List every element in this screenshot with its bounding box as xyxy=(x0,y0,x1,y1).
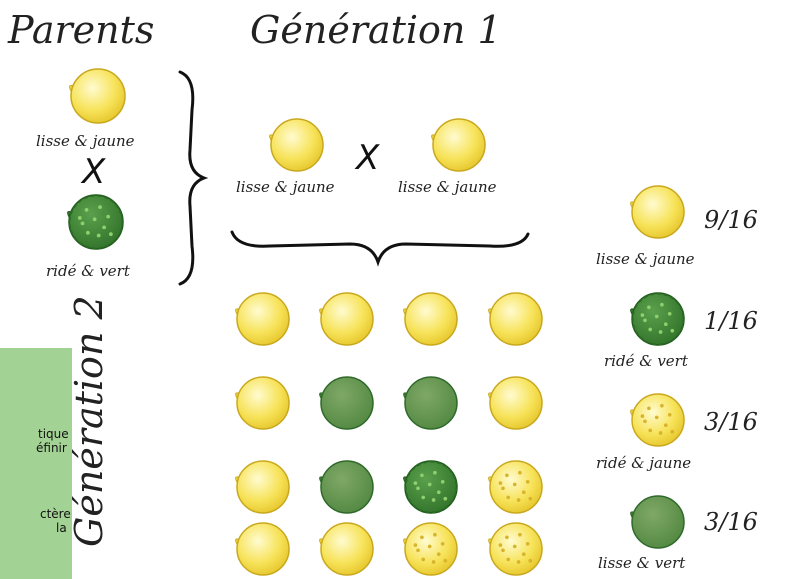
cross-symbol-g1: X xyxy=(356,138,380,178)
pea-grid-r4-c1 xyxy=(235,522,290,576)
pea-parent-bottom xyxy=(67,194,124,250)
pea-parent-top xyxy=(69,68,126,124)
pea-g1-left xyxy=(269,118,324,172)
ratio-fraction-1: 9/16 xyxy=(704,206,758,234)
curly-brace-vertical xyxy=(178,70,209,286)
pea-ratio-2 xyxy=(630,292,685,346)
ratio-label-3: ridé & jaune xyxy=(596,454,692,472)
parents-title: Parents xyxy=(8,8,155,52)
pea-ratio-1 xyxy=(630,185,685,239)
ratio-fraction-4: 3/16 xyxy=(704,508,758,536)
parent-bottom-label: ridé & vert xyxy=(46,262,130,280)
note-box: tique éfinir ctère la xyxy=(0,348,72,579)
pea-grid-r4-c2 xyxy=(319,522,374,576)
pea-grid-r3-c1 xyxy=(235,460,290,514)
ratio-label-4: lisse & vert xyxy=(598,554,686,572)
pea-grid-r4-c4 xyxy=(488,522,543,576)
cross-symbol-parents: X xyxy=(82,152,106,192)
g1-right-label: lisse & jaune xyxy=(398,178,497,196)
pea-g1-right xyxy=(431,118,486,172)
pea-grid-r1-c2 xyxy=(319,292,374,346)
pea-grid-r1-c3 xyxy=(403,292,458,346)
pea-grid-r1-c4 xyxy=(488,292,543,346)
pea-grid-r3-c2 xyxy=(319,460,374,514)
ratio-label-2: ridé & vert xyxy=(604,352,688,370)
pea-grid-r2-c3 xyxy=(403,376,458,430)
note-line-3: ctère xyxy=(40,507,71,521)
curly-brace-horizontal xyxy=(230,230,530,267)
ratio-fraction-2: 1/16 xyxy=(704,307,758,335)
note-line-4: la xyxy=(56,521,67,535)
generation-1-title: Génération 1 xyxy=(250,8,502,52)
note-line-1: tique xyxy=(38,427,69,441)
ratio-label-1: lisse & jaune xyxy=(596,250,695,268)
parent-top-label: lisse & jaune xyxy=(36,132,135,150)
pea-grid-r3-c3 xyxy=(403,460,458,514)
pea-grid-r2-c1 xyxy=(235,376,290,430)
pea-grid-r2-c2 xyxy=(319,376,374,430)
pea-ratio-3 xyxy=(630,393,685,447)
pea-grid-r2-c4 xyxy=(488,376,543,430)
pea-grid-r3-c4 xyxy=(488,460,543,514)
pea-grid-r4-c3 xyxy=(403,522,458,576)
note-line-2: éfinir xyxy=(36,441,67,455)
ratio-fraction-3: 3/16 xyxy=(704,408,758,436)
g1-left-label: lisse & jaune xyxy=(236,178,335,196)
pea-grid-r1-c1 xyxy=(235,292,290,346)
pea-ratio-4 xyxy=(630,495,685,549)
